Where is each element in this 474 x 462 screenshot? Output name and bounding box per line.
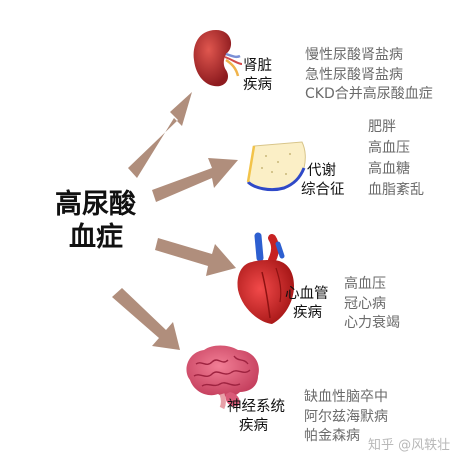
disease-item: 高血压 (344, 276, 386, 292)
disease-item: 高血压 (368, 140, 410, 156)
organ-label-kidney-line2: 疾病 (243, 77, 272, 93)
organ-label-kidney-line1: 肾脏 (243, 58, 272, 74)
center-title-line1: 高尿酸 (55, 189, 136, 220)
kidney-icon (193, 30, 243, 87)
arrow-to-brain (112, 288, 180, 350)
organ-label-brain: 神经系统 疾病 (227, 398, 285, 436)
disease-item: 血脂紊乱 (368, 182, 424, 198)
organ-label-kidney: 肾脏 疾病 (243, 57, 272, 95)
disease-item: 高血糖 (368, 161, 410, 177)
disease-item: 慢性尿酸肾盐病 (305, 47, 403, 63)
disease-list-kidney: 慢性尿酸肾盐病 急性尿酸肾盐病 CKD合并高尿酸血症 (305, 46, 433, 105)
disease-item: 帕金森病 (304, 428, 360, 444)
abdomen-icon (246, 141, 306, 192)
disease-list-heart: 高血压 冠心病 心力衰竭 (344, 275, 400, 334)
arrow-to-kidney (128, 92, 192, 178)
watermark: 知乎 @风轶壮 (368, 438, 451, 453)
heart-icon (237, 232, 294, 324)
organ-label-metabolic-line1: 代谢 (307, 163, 336, 179)
disease-list-brain: 缺血性脑卒中 阿尔兹海默病 帕金森病 (304, 388, 388, 447)
center-title-line2: 血症 (69, 222, 123, 253)
center-title: 高尿酸 血症 (55, 188, 155, 254)
disease-item: 缺血性脑卒中 (304, 389, 388, 405)
organ-label-heart: 心血管 疾病 (285, 285, 329, 323)
disease-list-metabolic: 肥胖 高血压 高血糖 血脂紊乱 (368, 117, 424, 201)
disease-item: CKD合并高尿酸血症 (305, 86, 433, 102)
organ-label-heart-line1: 心血管 (285, 286, 329, 302)
disease-item: 冠心病 (344, 295, 386, 312)
disease-item: 心力衰竭 (344, 315, 400, 331)
organ-label-brain-line1: 神经系统 (227, 399, 285, 415)
organ-label-metabolic-line2: 综合征 (301, 182, 345, 198)
organ-label-brain-line2: 疾病 (239, 418, 268, 434)
organ-label-heart-line2: 疾病 (293, 305, 322, 321)
disease-item: 肥胖 (368, 119, 396, 135)
organ-label-metabolic: 代谢 综合征 (301, 162, 345, 200)
disease-item: 急性尿酸肾盐病 (305, 66, 403, 83)
arrow-to-metabolic (152, 158, 238, 202)
arrow-to-heart (155, 238, 236, 276)
disease-item: 阿尔兹海默病 (304, 408, 388, 425)
brain-icon (186, 345, 259, 410)
